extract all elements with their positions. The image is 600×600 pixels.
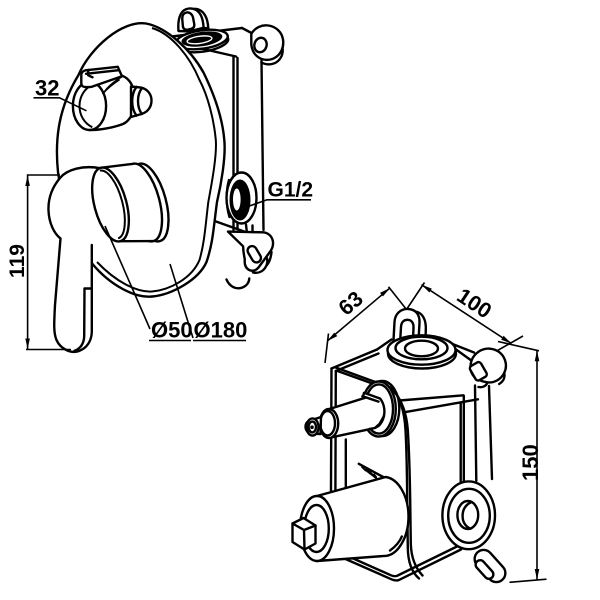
svg-text:Ø180: Ø180: [194, 318, 248, 343]
svg-text:150: 150: [518, 444, 543, 481]
svg-text:32: 32: [35, 75, 59, 100]
svg-text:G1/2: G1/2: [268, 179, 314, 202]
svg-text:119: 119: [6, 244, 29, 278]
svg-text:Ø50: Ø50: [151, 318, 193, 343]
